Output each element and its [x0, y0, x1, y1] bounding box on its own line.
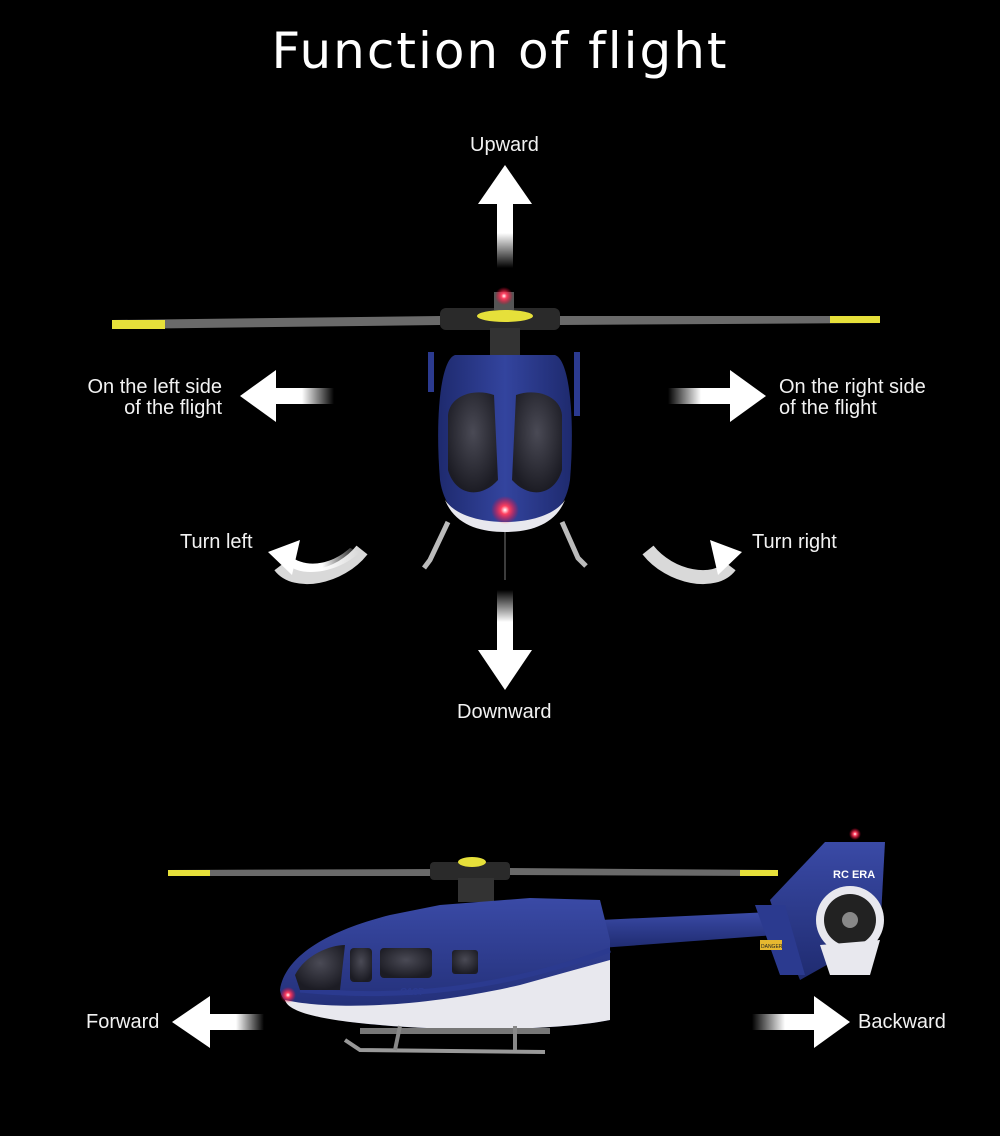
backward-arrow-icon	[752, 996, 850, 1048]
forward-arrow-icon	[172, 996, 264, 1048]
downward-arrow-icon	[478, 590, 532, 690]
label-left-side-line1: On the left side	[87, 376, 222, 398]
label-turn-right: Turn right	[752, 531, 837, 553]
body-model-text: C187	[400, 987, 424, 998]
right-arrow-icon	[668, 370, 766, 422]
left-arrow-icon	[240, 370, 334, 422]
label-right-side: On the right side of the flight	[779, 377, 926, 419]
upward-arrow-icon	[478, 165, 532, 268]
turn-right-arrow-icon	[642, 540, 742, 585]
label-forward: Forward	[86, 1011, 160, 1033]
label-right-side-line2: of the flight	[779, 397, 877, 419]
tail-brand-text: RC ERA	[833, 869, 875, 881]
helicopter-front-view	[112, 287, 880, 580]
page-title: Function of flight	[271, 22, 729, 80]
turn-left-arrow-icon	[268, 540, 368, 585]
label-downward: Downward	[457, 701, 552, 723]
label-turn-left: Turn left	[180, 531, 253, 553]
label-backward: Backward	[858, 1011, 946, 1033]
label-left-side: On the left side of the flight	[60, 377, 222, 419]
helicopter-side-view	[168, 828, 885, 1054]
warning-decal-text: DANGER	[761, 944, 783, 950]
label-right-side-line1: On the right side	[779, 376, 926, 398]
label-upward: Upward	[470, 134, 539, 156]
label-left-side-line2: of the flight	[124, 397, 222, 419]
